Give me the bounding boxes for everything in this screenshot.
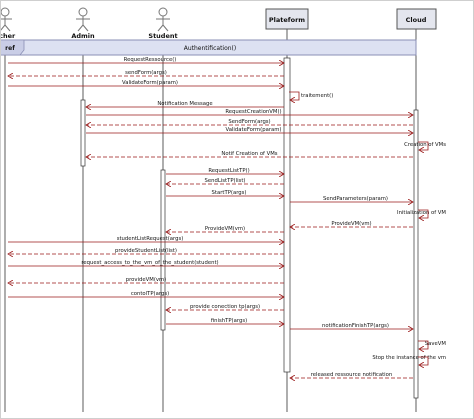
message: studentListRequest(args) [8,236,284,242]
object-label: Cloud [406,16,427,24]
message-label: ValidateForm(param) [225,127,281,133]
activation-admin [80,99,86,167]
messages: RequestRessource() sendForm(args) Validate… [8,57,446,378]
message: StartTP(args) [166,190,284,196]
actor-label: acher [0,32,16,40]
fragment-tag [0,39,25,56]
self-message-arrow [289,91,300,100]
message: Stop the instance of the vm [372,355,446,365]
message-label: RequestRessource() [124,57,177,63]
message: request_access_to_the_vm_of_the_student(… [8,260,284,266]
object-box [265,8,309,30]
message-label: provideVM(vm) [126,277,167,283]
message: sendForm(args) [8,70,284,76]
message-label: SendListTP(list) [205,178,246,184]
object-plateform: Plateform [265,8,309,30]
message-label: StartTP(args) [212,190,247,196]
message-label: provideStudentList(list) [115,248,177,254]
message-label: released ressource notification [311,372,393,378]
message-label: Stop the instance of the vm [372,355,446,361]
message: RequestCreationVM() [86,109,413,115]
stick-figure-icon [0,7,12,32]
message: SendParameters(param) [290,196,413,202]
object-box [396,8,437,30]
self-message-arrow [418,340,429,349]
message: ProvideVM(vm) [166,226,284,232]
activation-bars [80,57,419,399]
message: SendForm(args) [86,119,413,125]
message-label: request_access_to_the_vm_of_the_student(… [81,260,218,266]
message-label: ProvideVM(vm) [205,226,245,232]
message: contolTP(args) [8,291,284,297]
message-label: Initialization of VM [397,210,446,216]
message-label: ValidateForm(param) [122,80,178,86]
message: Notif Creation of VMs [86,151,413,157]
object-cloud: Cloud [396,8,437,30]
message-label: provide conection tp(args) [190,304,260,310]
actor-admin: Admin [71,7,95,40]
message-label: Notif Creation of VMs [221,151,277,157]
stick-figure-icon [76,7,90,32]
message: traitement() [289,91,333,100]
activation-student [160,169,166,331]
object-label: Plateform [269,16,305,24]
message: provideVM(vm) [8,277,284,283]
message: released ressource notification [290,372,413,378]
message-label: ProvideVM(vm) [331,221,371,227]
message: SendListTP(list) [166,178,284,184]
self-message-arrow [418,209,429,218]
message: Creation of VMs [404,141,446,150]
actor-label: Admin [71,32,95,40]
message: RequestListTP() [166,168,284,174]
message: SaveVM [418,340,447,349]
message-label: SaveVM [425,341,447,347]
activation-cloud [413,109,419,399]
message: Initialization of VM [397,209,446,218]
message: ProvideVM(vm) [290,221,413,227]
stick-figure-icon [156,7,170,32]
message: ValidateForm(param) [86,127,413,133]
message-label: contolTP(args) [131,291,169,297]
message-label: RequestListTP() [208,168,249,174]
message-label: Creation of VMs [404,142,446,148]
message: notificationFinishTP(args) [290,323,413,329]
actor-student: Student [148,7,178,40]
message-label: finishTP(args) [211,318,247,324]
message-label: studentListRequest(args) [117,236,184,242]
fragment-label: Authentification() [184,45,237,52]
message-label: traitement() [301,93,333,99]
message: RequestRessource() [8,57,284,63]
message-label: notificationFinishTP(args) [322,323,389,329]
message: provide conection tp(args) [166,304,284,310]
message-label: RequestCreationVM() [225,109,281,115]
message-label: SendForm(args) [228,119,270,125]
self-message-arrow [418,356,429,365]
fragment-box [0,39,417,56]
message: Notification Message [86,101,284,107]
activation-plateform [283,57,291,373]
message: finishTP(args) [166,318,284,324]
message-label: SendParameters(param) [323,196,388,202]
message: provideStudentList(list) [8,248,284,254]
message: ValidateForm(param) [8,80,284,86]
message-label: sendForm(args) [125,70,167,76]
self-message-arrow [418,141,429,150]
fragment-tag-label: ref [5,45,15,52]
actor-label: Student [148,32,177,40]
message-label: Notification Message [157,101,212,107]
actor-teacher: acher [0,7,16,40]
ref-fragment: ref Authentification() [0,39,417,56]
